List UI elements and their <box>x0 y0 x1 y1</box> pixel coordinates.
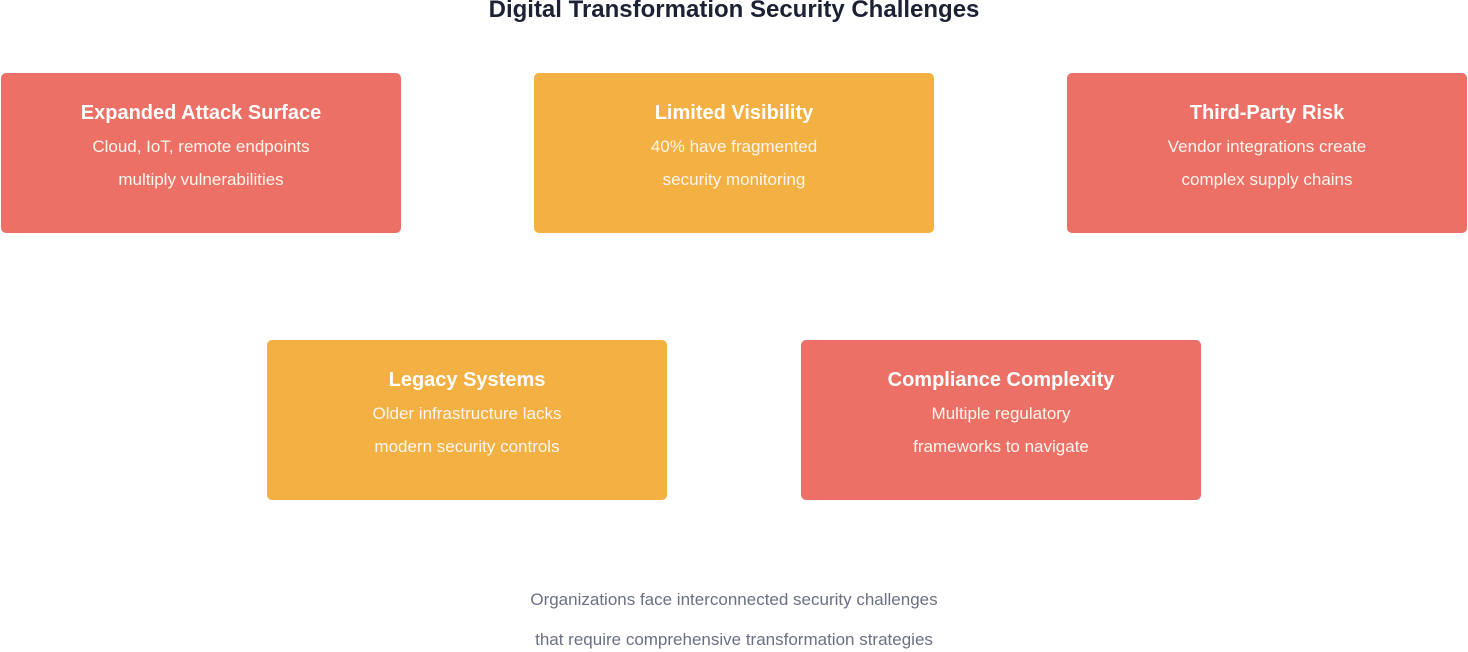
card-title: Expanded Attack Surface <box>80 102 322 124</box>
card-limited-visibility: Limited Visibility 40% have fragmented s… <box>534 73 934 233</box>
card-title: Third-Party Risk <box>1189 102 1345 124</box>
card-third-party-risk: Third-Party Risk Vendor integrations cre… <box>1067 73 1467 233</box>
card-title: Legacy Systems <box>388 369 546 391</box>
card-description-line: 40% have fragmented <box>650 137 818 156</box>
card-description-line: Multiple regulatory <box>931 404 1071 423</box>
card-description-line: frameworks to navigate <box>913 437 1089 456</box>
card-expanded-attack-surface: Expanded Attack Surface Cloud, IoT, remo… <box>1 73 401 233</box>
card-title: Compliance Complexity <box>887 369 1115 391</box>
card-description-line: Cloud, IoT, remote endpoints <box>92 137 310 156</box>
card-title: Limited Visibility <box>654 102 814 124</box>
footer-caption-line: that require comprehensive transformatio… <box>535 630 933 649</box>
card-description-line: security monitoring <box>662 170 806 189</box>
card-compliance-complexity: Compliance Complexity Multiple regulator… <box>801 340 1201 500</box>
card-legacy-systems: Legacy Systems Older infrastructure lack… <box>267 340 667 500</box>
footer-caption-line: Organizations face interconnected securi… <box>530 590 938 609</box>
card-description-line: Vendor integrations create <box>1167 137 1367 156</box>
card-description-line: multiply vulnerabilities <box>118 170 284 189</box>
card-description-line: Older infrastructure lacks <box>372 404 562 423</box>
diagram-title: Digital Transformation Security Challeng… <box>488 0 980 23</box>
card-description-line: complex supply chains <box>1181 170 1353 189</box>
card-description-line: modern security controls <box>374 437 560 456</box>
